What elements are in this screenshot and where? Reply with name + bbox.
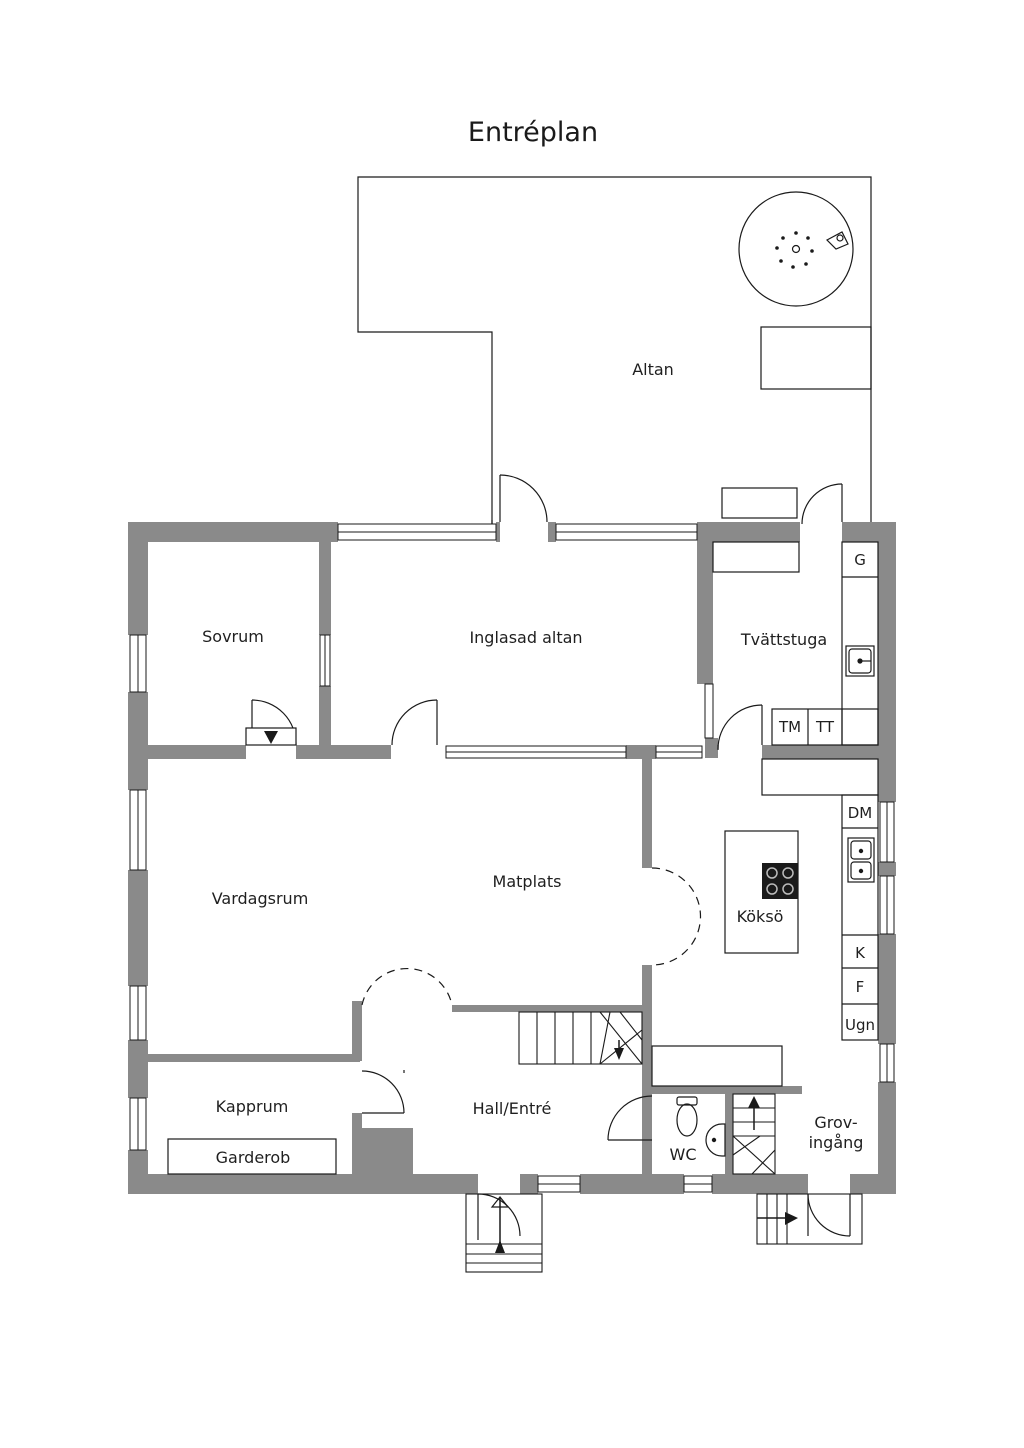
appliance-label-k: K [855, 944, 866, 962]
window [704, 683, 714, 739]
opening-dashed [651, 867, 702, 966]
doors [245, 474, 851, 1240]
room-label-grov-line2: ingång [809, 1133, 864, 1152]
wardrobe [167, 1138, 337, 1175]
kitchen-lower-counter [651, 1045, 783, 1087]
room-label-tvattstuga: Tvättstuga [740, 630, 827, 649]
double-sink-icon [847, 837, 875, 883]
room-label-hall: Hall/Entré [473, 1099, 552, 1118]
front-steps [465, 1193, 543, 1273]
door-altan [499, 474, 548, 523]
opening-dashed [361, 968, 453, 1006]
kitchen-counter [841, 794, 879, 1041]
door-entre [477, 1193, 521, 1240]
entry-arrow-icon [495, 1240, 505, 1253]
deck-step-box [721, 487, 798, 519]
washer-dryer [771, 708, 879, 746]
appliance-label-g: G [854, 551, 866, 569]
door-deck-right [801, 483, 843, 525]
walls [128, 522, 896, 1194]
door-grovingang [807, 1193, 851, 1237]
entry-arrow-outline-icon [490, 1196, 510, 1208]
room-label-altan: Altan [632, 360, 674, 379]
door-wc [607, 1095, 653, 1141]
stair-arrow-icon [614, 1048, 624, 1060]
appliance-label-f: F [856, 978, 865, 996]
appliance-label-dm: DM [848, 804, 873, 822]
room-label-matplats: Matplats [493, 872, 562, 891]
room-label-garderob: Garderob [216, 1148, 291, 1167]
plan-title: Entréplan [468, 117, 598, 148]
room-label-koksö: Köksö [737, 907, 784, 926]
appliance-label-tt: TT [815, 718, 835, 736]
laundry-fixtures [712, 541, 879, 746]
sovrum-arrow-icon [264, 731, 278, 744]
door-kapprum [361, 1070, 405, 1114]
room-label-vardagsrum: Vardagsrum [212, 889, 309, 908]
room-label-inglasad-altan: Inglasad altan [469, 628, 582, 647]
side-steps [756, 1193, 863, 1245]
wc-sink-icon [705, 1123, 726, 1157]
toilet-icon [676, 1096, 698, 1106]
windows [129, 523, 895, 1193]
room-label-grov-line1: Grov- [814, 1113, 857, 1132]
hot-tub-icon [738, 191, 854, 307]
room-label-sovrum: Sovrum [202, 627, 264, 646]
main-staircase [518, 1011, 643, 1065]
laundry-bench [712, 541, 800, 573]
stove-icon [762, 863, 798, 899]
stair-arrow-icon [748, 1096, 760, 1108]
side-staircase [732, 1093, 776, 1175]
altan-deck [357, 176, 872, 540]
appliance-label-tm: TM [778, 718, 801, 736]
kitchen-upper-counter [761, 758, 879, 796]
appliance-label-ugn: Ugn [845, 1016, 875, 1034]
door-tvattstuga [717, 704, 763, 750]
sink-icon [845, 645, 875, 677]
room-label-wc: WC [670, 1145, 697, 1164]
room-label-kapprum: Kapprum [216, 1097, 289, 1116]
deck-box [760, 326, 872, 390]
side-entry-arrow-icon [785, 1212, 798, 1225]
laundry-counter [841, 541, 879, 746]
wc-fixtures [676, 1096, 726, 1157]
door-inglasad [391, 699, 438, 746]
